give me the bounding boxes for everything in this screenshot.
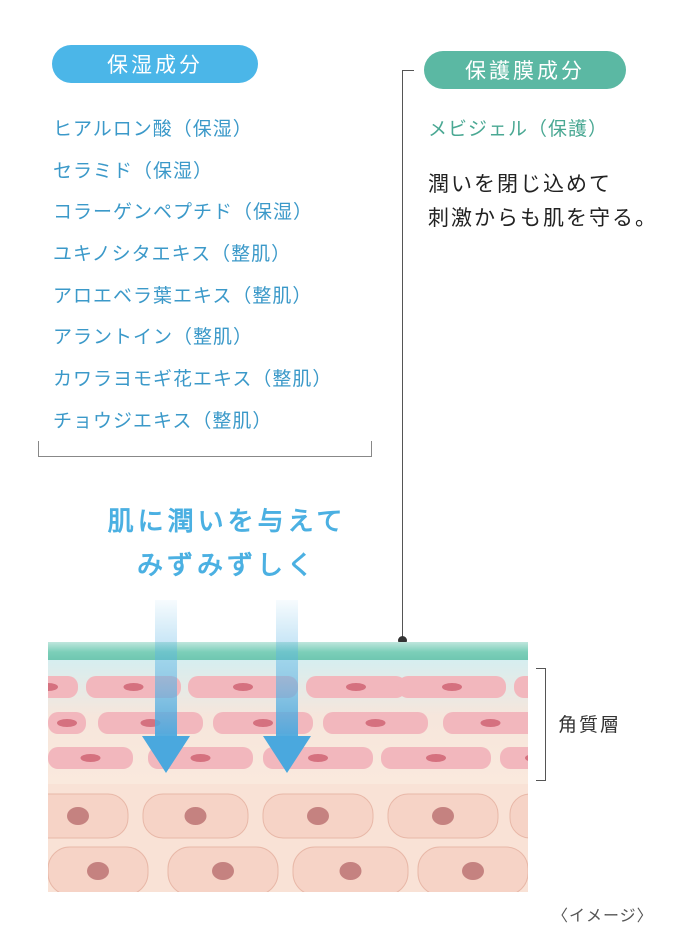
headline-line-2: みずみずしく [136,551,317,581]
list-item: ユキノシタエキス（整肌） [53,243,292,266]
list-item: セラミド（保湿） [53,159,214,182]
description-line: 刺激からも肌を守る。 [428,206,658,230]
skin-cell [292,846,409,892]
skin-cell [142,793,249,839]
skin-cell [323,712,428,734]
layer-label: 角質層 [558,714,622,736]
protective-film-badge: 保護膜成分 [424,51,626,89]
connector-tick [402,70,414,71]
skin-cell [387,793,499,839]
skin-cell [417,846,528,892]
skin-cell [381,747,491,769]
list-item: コラーゲンペプチド（保湿） [53,201,314,224]
skin-cell [509,793,528,839]
skin-cell [514,676,528,698]
down-arrow-icon [263,600,311,773]
moisture-ingredients-badge: 保湿成分 [52,45,258,83]
skin-cell [48,793,129,839]
down-arrow-icon [142,600,190,773]
headline-line-1: 肌に潤いを与えて [107,507,347,537]
description-line: 潤いを閉じ込めて [428,172,612,196]
moisture-ingredient-list: ヒアルロン酸（保湿） セラミド（保湿） コラーゲンペプチド（保湿） ユキノシタエ… [53,112,332,446]
list-item: カワラヨモギ花エキス（整肌） [53,368,333,391]
skin-cell [48,846,149,892]
skin-cell [48,676,78,698]
skin-cell [48,747,133,769]
skin-layer-illustration [48,600,528,892]
headline: 肌に潤いを与えて みずみずしく [0,500,454,588]
skin-cell [48,712,86,734]
skin-cell [167,846,279,892]
layer-bracket [536,668,546,781]
list-item: アラントイン（整肌） [53,326,254,349]
list-item: ヒアルロン酸（保湿） [53,118,253,140]
skin-cell [398,676,506,698]
skin-cell [98,712,203,734]
image-caption: 〈イメージ〉 [552,906,654,925]
protective-description: 潤いを閉じ込めて 刺激からも肌を守る。 [428,167,658,235]
skin-cell [306,676,406,698]
protective-ingredient: メビジェル（保護） [428,118,609,140]
lower-epidermis-cells [48,793,528,892]
skin-cell [500,747,528,769]
list-item: チョウジエキス（整肌） [53,409,273,432]
connector-dot [398,636,407,645]
skin-cell [443,712,528,734]
skin-cell [262,793,374,839]
connector-line [402,70,403,640]
ingredient-list-bracket [38,441,372,457]
list-item: アロエベラ葉エキス（整肌） [53,284,313,307]
skin-cell [188,676,298,698]
